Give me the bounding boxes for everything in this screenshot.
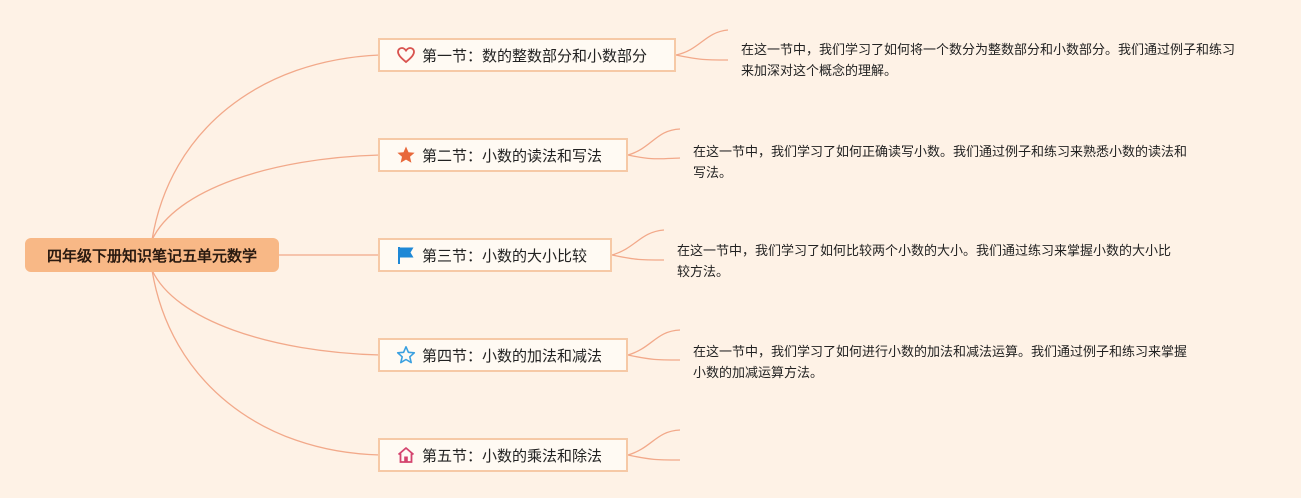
note-link-3: [611, 229, 665, 261]
topic-1[interactable]: 第一节：数的整数部分和小数部分: [378, 38, 676, 72]
topic-4-label: 第四节：小数的加法和减法: [422, 346, 603, 365]
house-icon: [396, 445, 416, 465]
topic-4[interactable]: 第四节：小数的加法和减法: [378, 338, 628, 372]
topic-3-label: 第三节：小数的大小比较: [422, 246, 588, 265]
note-link-4: [627, 329, 681, 361]
flag-icon: [396, 245, 416, 265]
star-filled-icon: [396, 145, 416, 165]
topic-1-note: 在这一节中，我们学习了如何将一个数分为整数部分和小数部分。我们通过例子和练习来加…: [741, 43, 1236, 79]
topic-3-note: 在这一节中，我们学习了如何比较两个小数的大小。我们通过练习来掌握小数的大小比较方…: [677, 244, 1172, 280]
topic-5-label: 第五节：小数的乘法和除法: [422, 446, 603, 465]
note-link-5: [627, 429, 681, 461]
topic-2[interactable]: 第二节：小数的读法和写法: [378, 138, 628, 172]
star-outline-icon: [396, 345, 416, 365]
branch-line-1: [151, 54, 381, 241]
topic-4-note: 在这一节中，我们学习了如何进行小数的加法和减法运算。我们通过例子和练习来掌握小数…: [693, 345, 1188, 381]
root-topic-label: 四年级下册知识笔记五单元数学: [46, 246, 257, 265]
topic-2-note: 在这一节中，我们学习了如何正确读写小数。我们通过例子和练习来熟悉小数的读法和写法…: [693, 145, 1188, 181]
topic-3[interactable]: 第三节：小数的大小比较: [378, 238, 612, 272]
heart-icon: [396, 45, 416, 65]
branch-line-5: [151, 269, 381, 456]
topic-1-label: 第一节：数的整数部分和小数部分: [422, 46, 648, 65]
branch-line-2: [151, 154, 381, 241]
branch-line-4: [151, 269, 381, 356]
note-link-2: [627, 128, 681, 160]
topic-5[interactable]: 第五节：小数的乘法和除法: [378, 438, 628, 472]
topic-2-label: 第二节：小数的读法和写法: [422, 146, 603, 165]
note-link-1: [675, 29, 729, 61]
root-topic[interactable]: 四年级下册知识笔记五单元数学: [25, 238, 279, 272]
